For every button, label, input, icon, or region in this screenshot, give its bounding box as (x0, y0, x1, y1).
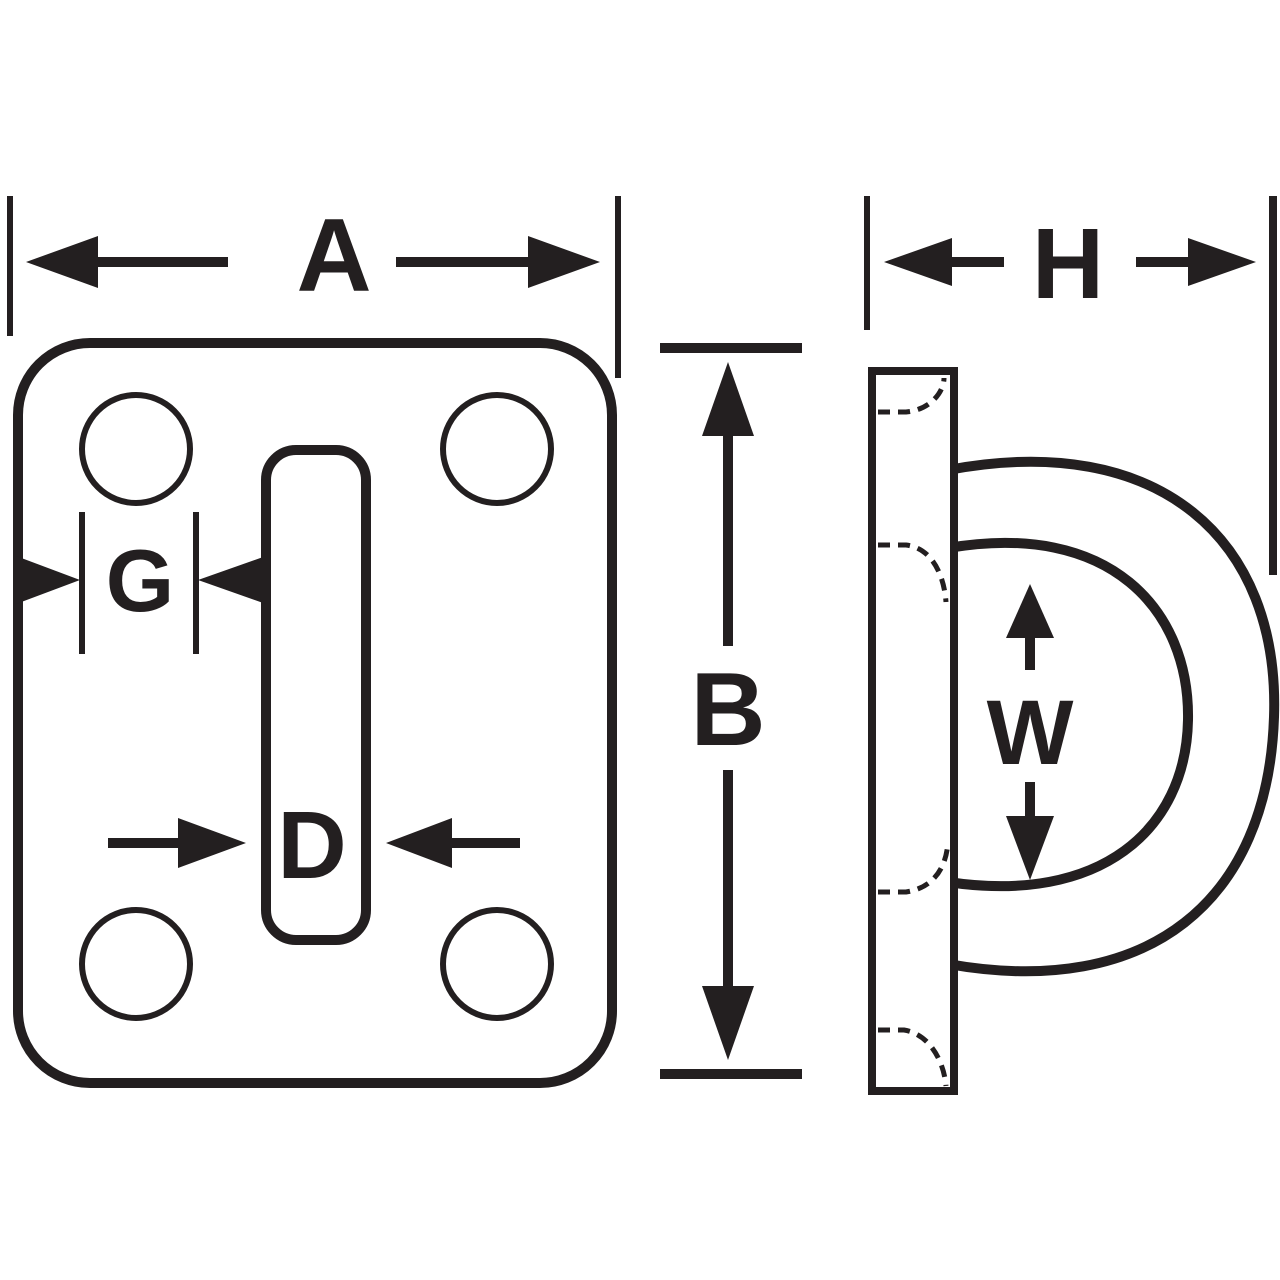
d-ring-outer (947, 456, 1280, 977)
mounting-hole-top-left (79, 392, 193, 506)
dimension-a-arrowhead-right (528, 236, 600, 288)
dimension-w-label: W (987, 682, 1074, 784)
dimension-d-arrowhead-right (386, 818, 452, 868)
dimension-g-arrowhead-right (198, 556, 266, 604)
dimension-a-label: A (296, 198, 371, 314)
dimension-g-label: G (106, 531, 174, 630)
dimension-w-arrowhead-top (1006, 584, 1054, 638)
dimension-h-arrowhead-left (884, 238, 952, 286)
front-view (13, 338, 617, 1088)
dimension-a-arrowhead-left (26, 236, 98, 288)
base-plate-outline (13, 338, 617, 1088)
dimension-d-arrowhead-left (178, 818, 246, 868)
side-view (868, 367, 1280, 1095)
dimension-g-arrowhead-left (16, 556, 80, 604)
hidden-line-top (878, 377, 947, 415)
dimension-a (7, 196, 621, 378)
hidden-line-upper (878, 542, 949, 603)
dimension-h-arrowhead-right (1188, 238, 1256, 286)
hidden-lines (878, 377, 951, 1087)
dimension-w-arrowhead-bottom (1006, 816, 1054, 880)
dimension-b-label: B (690, 652, 765, 768)
dimension-w (1006, 584, 1054, 880)
eye-slot-outline (261, 445, 371, 945)
dimension-d-label: D (277, 792, 346, 899)
mounting-hole-bottom-right (440, 907, 554, 1021)
mounting-hole-top-right (440, 392, 554, 506)
dimension-h-label: H (1032, 208, 1104, 320)
base-plate-side (868, 367, 958, 1095)
d-ring-inner (947, 538, 1194, 892)
dimension-b-arrowhead-bottom (702, 986, 754, 1060)
dimension-h (864, 196, 1277, 575)
hidden-line-lower (878, 841, 951, 895)
dimension-b (660, 343, 802, 1079)
hidden-line-bottom (878, 1027, 949, 1087)
mounting-hole-bottom-left (79, 907, 193, 1021)
dimension-b-arrowhead-top (702, 362, 754, 436)
dimension-d (108, 818, 520, 868)
dimension-g (16, 512, 266, 654)
